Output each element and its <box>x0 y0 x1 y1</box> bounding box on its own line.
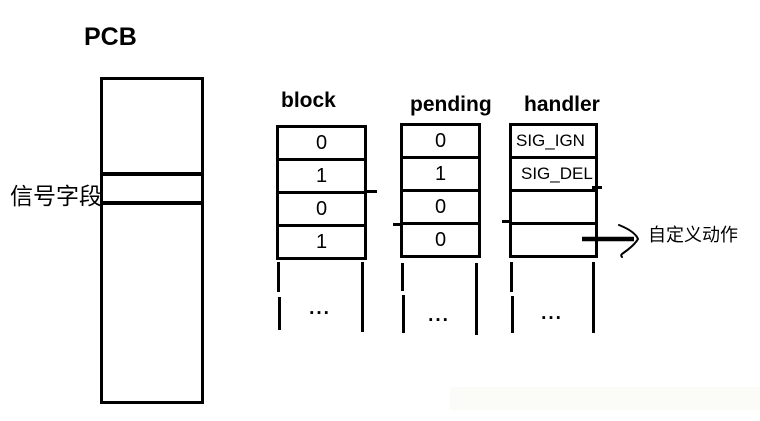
pending-cell: 0 <box>403 126 478 159</box>
handler-tail-left-line <box>511 296 514 333</box>
handler-cell: SIG_IGN <box>512 126 595 159</box>
pending-cell: 1 <box>403 159 478 192</box>
block-tail-left-line <box>277 262 280 292</box>
handler-ellipsis: ... <box>541 303 563 324</box>
pending-column-grid: 0 1 0 0 <box>400 123 481 258</box>
pending-cell: 0 <box>434 229 447 251</box>
block-tail-left-line <box>278 297 281 330</box>
pcb-signal-field-band <box>100 172 204 205</box>
stroke-overshoot <box>366 190 377 193</box>
handler-tail-right-line <box>592 262 595 333</box>
block-cell: 0 <box>279 194 364 227</box>
block-cell: 0 <box>279 128 364 161</box>
handler-cell: SIG_DEL <box>512 159 595 192</box>
block-cell: 1 <box>315 231 328 253</box>
handler-cell <box>512 192 595 225</box>
block-column-title: block <box>281 89 336 112</box>
custom-action-label: 自定义动作 <box>648 225 738 245</box>
block-cell: 1 <box>279 161 364 194</box>
stroke-overshoot <box>502 220 510 223</box>
block-column-grid: 0 1 0 1 <box>276 125 367 260</box>
pending-tail-right-line <box>475 263 478 335</box>
block-ellipsis: ... <box>309 298 331 319</box>
pending-cell: 0 <box>403 192 478 225</box>
pending-tail-left-line <box>401 263 404 291</box>
handler-column-grid: SIG_IGN SIG_DEL <box>509 123 598 258</box>
pending-tail-left-line <box>402 295 405 333</box>
pcb-title: PCB <box>84 23 137 51</box>
handler-column-title: handler <box>524 93 600 116</box>
pcb-box <box>100 77 204 404</box>
signal-field-label: 信号字段 <box>10 183 102 209</box>
stroke-overshoot <box>393 223 401 226</box>
pending-column-title: pending <box>410 93 492 116</box>
custom-action-arrow-icon <box>582 224 640 258</box>
block-tail-right-line <box>361 262 364 332</box>
pending-ellipsis: ... <box>428 305 450 326</box>
handler-tail-left-line <box>510 262 513 292</box>
stroke-overshoot <box>592 186 602 189</box>
watermark-band <box>450 387 760 410</box>
